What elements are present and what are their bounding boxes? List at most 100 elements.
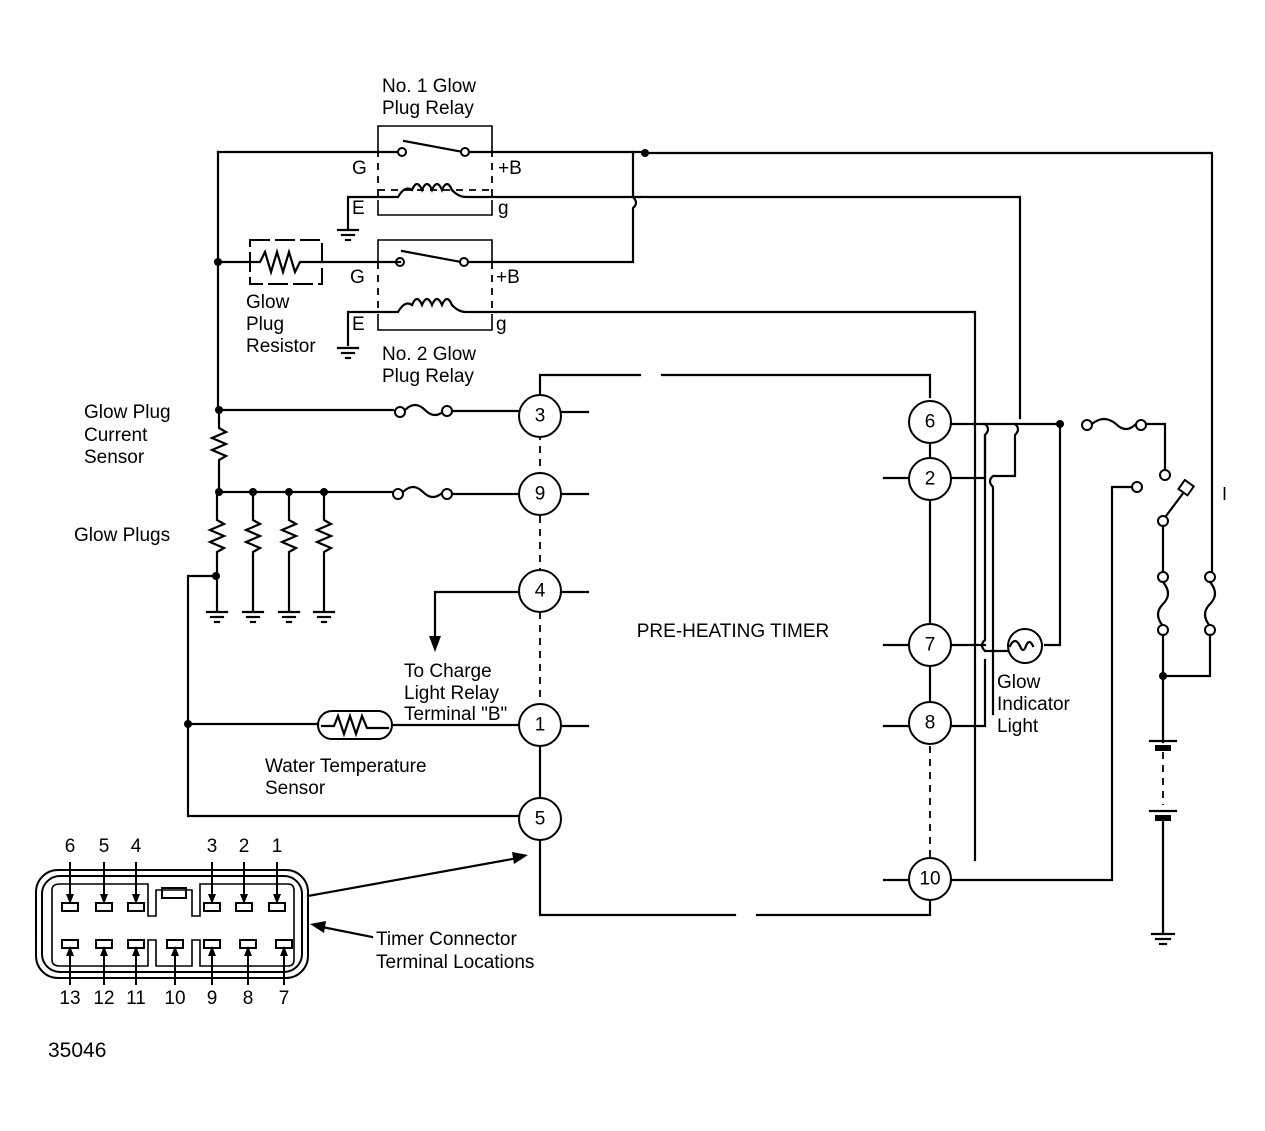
connector-bottom-pin-label: 10 — [164, 988, 185, 1009]
indicator-label-line3: Light — [997, 716, 1039, 737]
resistor-label-line1: Glow — [246, 292, 290, 313]
svg-text:9: 9 — [535, 484, 546, 505]
connector-bottom-pin-label: 8 — [243, 988, 254, 1009]
svg-text:4: 4 — [535, 581, 546, 602]
relay2-contact-right — [459, 257, 469, 267]
connector-bottom-pin-label: 13 — [59, 988, 80, 1009]
edge-label: I — [1222, 484, 1227, 504]
relay1-label-line1: No. 1 Glow — [382, 76, 476, 97]
glow-plugs: Glow Plugs — [74, 490, 336, 624]
timer-title: PRE-HEATING TIMER — [637, 621, 829, 642]
connector-label-line2: Terminal Locations — [376, 952, 534, 973]
connector-bottom-pin-label: 11 — [126, 988, 146, 1009]
connector-top-pin-label: 4 — [131, 836, 142, 857]
charge-relay-label-line1: To Charge — [404, 661, 492, 682]
ground-icon — [277, 610, 301, 624]
ignition-switch[interactable] — [949, 469, 1196, 882]
ground-icon — [312, 610, 336, 624]
relay2-pin-E: E — [352, 314, 365, 335]
relay1-switch-arm — [402, 139, 465, 154]
connector-top-pin-label: 3 — [207, 836, 218, 857]
relay1-contact-right — [460, 147, 470, 157]
current-sensor-label-line2: Current — [84, 425, 148, 446]
resistor-label-line2: Plug — [246, 314, 284, 335]
svg-text:1: 1 — [535, 715, 546, 736]
relay1-pin-G: G — [352, 158, 367, 179]
arrow-up-icon — [132, 946, 140, 956]
terminal-5: 5 — [518, 797, 562, 841]
svg-text:7: 7 — [925, 635, 936, 656]
arrow-left-icon — [310, 921, 326, 933]
glow-plug-resistor: Glow Plug Resistor — [216, 239, 402, 357]
connector-pin — [203, 902, 221, 912]
battery-icon — [1148, 739, 1178, 934]
relay1-ground-icon — [336, 228, 360, 242]
svg-text:5: 5 — [535, 809, 546, 830]
connector-bottom-pin-label: 12 — [93, 988, 114, 1009]
terminal-9: 9 — [518, 472, 562, 516]
fusible-link-icon — [1156, 571, 1170, 636]
indicator-label-line1: Glow — [997, 672, 1041, 693]
arrow-up-icon — [171, 946, 179, 956]
thermistor-icon — [320, 712, 390, 738]
arrow-up-icon — [100, 946, 108, 956]
relay1-contact-left — [397, 147, 407, 157]
terminal-7: 7 — [908, 623, 952, 667]
connector-pin — [268, 902, 286, 912]
arrow-down-icon — [100, 894, 108, 904]
svg-text:2: 2 — [925, 469, 936, 490]
ground-icon — [241, 610, 265, 624]
glow-plug-icon — [207, 490, 227, 612]
arrow-up-icon — [66, 946, 74, 956]
relay1-box-top — [377, 125, 493, 150]
relay1-pin-g: g — [498, 198, 509, 219]
arrow-down-icon — [208, 894, 216, 904]
relay1-pin-E: E — [352, 198, 365, 219]
connector-pin — [127, 902, 145, 912]
relay2-coil-icon — [410, 297, 454, 308]
connector-bottom-pin-label: 9 — [207, 988, 218, 1009]
timer-terminals: 3 9 4 1 5 6 2 7 8 10 — [518, 394, 952, 901]
fuse-icon — [1081, 417, 1147, 431]
terminal-2: 2 — [908, 457, 952, 501]
fuse-icon — [392, 485, 453, 500]
glow-plug-current-sensor: Glow Plug Current Sensor — [84, 402, 229, 494]
ground-icon — [205, 610, 229, 624]
glow-indicator-light: Glow Indicator Light — [997, 628, 1071, 737]
relay2-switch-arm — [400, 249, 463, 264]
connector-top-pin-label: 1 — [272, 836, 283, 857]
svg-text:10: 10 — [919, 869, 940, 890]
current-sensor-label-line3: Sensor — [84, 447, 145, 468]
relay2-pin-g: g — [496, 314, 507, 335]
arrow-right-icon — [512, 852, 528, 864]
resistor-zigzag-icon — [248, 248, 324, 276]
arrow-down-icon — [273, 894, 281, 904]
current-sensor-zigzag-icon — [209, 408, 229, 494]
terminal-8: 8 — [908, 701, 952, 745]
connector-pin — [61, 902, 79, 912]
svg-text:3: 3 — [535, 406, 546, 427]
relay2-pin-B: +B — [496, 267, 520, 288]
relay1-box-sides — [377, 150, 493, 200]
connector-bottom-pin-label: 7 — [279, 988, 290, 1009]
relay2-ground-icon — [336, 346, 360, 360]
relay2-label-line2: Plug Relay — [382, 366, 474, 387]
water-temperature-sensor: Water Temperature Sensor — [265, 710, 427, 799]
relay2-label-line1: No. 2 Glow — [382, 344, 476, 365]
terminal-1: 1 — [518, 703, 562, 747]
pre-heating-timer: PRE-HEATING TIMER — [538, 373, 932, 917]
no2-glow-plug-relay: G +B E g No. 2 Glow Plug Relay — [336, 150, 977, 862]
connector-top-pin-label: 5 — [99, 836, 110, 857]
battery-ground-icon — [1150, 932, 1176, 946]
resistor-label-line3: Resistor — [246, 336, 316, 357]
relay2-pin-G: G — [350, 267, 365, 288]
glow-plug-icon — [279, 490, 299, 612]
connector-top-pin-label: 6 — [65, 836, 76, 857]
fusible-link-icon — [1203, 571, 1217, 636]
water-sensor-label-line2: Sensor — [265, 778, 326, 799]
fuse-icon — [394, 403, 453, 418]
terminal-6: 6 — [908, 400, 952, 444]
relay1-coil-icon — [410, 182, 454, 193]
arrow-up-icon — [280, 946, 288, 956]
